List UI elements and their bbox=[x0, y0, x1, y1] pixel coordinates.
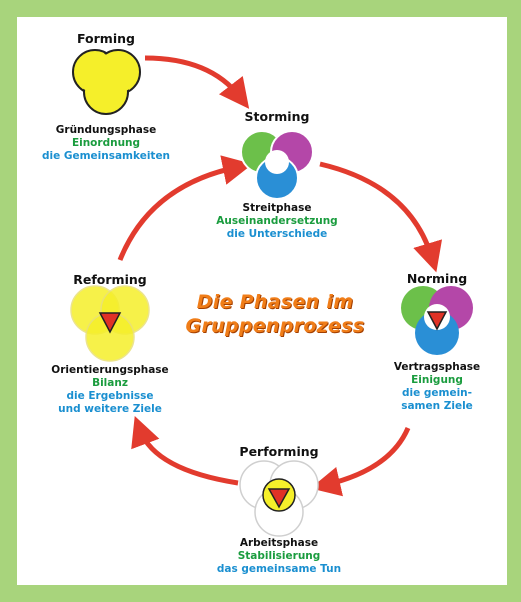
norming-icon bbox=[401, 286, 473, 355]
norming-title: Norming bbox=[406, 271, 468, 286]
arrow-norming-to-performing bbox=[310, 426, 411, 497]
reforming-icon bbox=[70, 285, 150, 362]
performing-text: Arbeitsphase Stabilisierung das gemeinsa… bbox=[209, 537, 349, 576]
reforming-phase: Orientierungsphase bbox=[51, 364, 169, 376]
center-title-line2: Gruppenprozess bbox=[185, 315, 365, 337]
performing-phase: Arbeitsphase bbox=[239, 537, 319, 549]
performing-keyword: Stabilisierung bbox=[237, 550, 321, 562]
performing-title: Performing bbox=[239, 444, 319, 459]
forming-phase: Gründungsphase bbox=[55, 124, 157, 136]
norming-desc-2: samen Ziele bbox=[401, 400, 473, 412]
reforming-title: Reforming bbox=[73, 272, 147, 287]
arrow-storming-to-norming bbox=[319, 161, 443, 273]
reforming-desc-1: die Ergebnisse bbox=[66, 390, 154, 402]
reforming-keyword: Bilanz bbox=[92, 377, 128, 389]
center-title-line1: Die Phasen im bbox=[196, 291, 354, 313]
storming-phase: Streitphase bbox=[242, 202, 312, 214]
forming-desc-1: die Gemeinsamkeiten bbox=[41, 150, 171, 162]
arrow-performing-to-reforming bbox=[131, 415, 239, 486]
arrow-reforming-to-storming bbox=[117, 155, 253, 261]
forming-text: Gründungsphase Einordnung die Gemeinsamk… bbox=[36, 124, 176, 163]
reforming-text: Orientierungsphase Bilanz die Ergebnisse… bbox=[40, 364, 180, 416]
forming-keyword: Einordnung bbox=[71, 137, 141, 149]
storming-icon bbox=[240, 130, 314, 200]
storming-text: Streitphase Auseinandersetzung die Unter… bbox=[207, 202, 347, 241]
forming-icon bbox=[72, 49, 141, 115]
storming-keyword: Auseinandersetzung bbox=[216, 215, 338, 227]
performing-desc-1: das gemeinsame Tun bbox=[216, 563, 342, 575]
norming-text: Vertragsphase Einigung die gemein- samen… bbox=[377, 361, 497, 413]
performing-icon bbox=[239, 460, 319, 537]
storming-title: Storming bbox=[244, 109, 310, 124]
arrow-forming-to-storming bbox=[144, 55, 250, 109]
center-title: Die Phasen im Gruppenprozess bbox=[175, 290, 375, 338]
forming-title: Forming bbox=[77, 31, 135, 46]
storming-desc-1: die Unterschiede bbox=[226, 228, 328, 240]
norming-phase: Vertragsphase bbox=[393, 361, 481, 373]
norming-keyword: Einigung bbox=[411, 374, 463, 386]
reforming-desc-2: und weitere Ziele bbox=[58, 403, 162, 415]
norming-desc-1: die gemein- bbox=[401, 387, 473, 399]
